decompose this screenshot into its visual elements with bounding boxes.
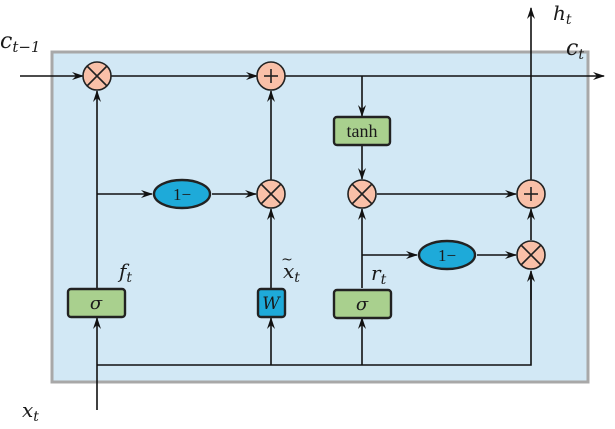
- multiply-node-3: [347, 179, 377, 209]
- c-prev-label: ct−1: [0, 29, 40, 56]
- cell-body: [50, 50, 590, 384]
- one-minus-block-2: 1−: [417, 239, 477, 271]
- multiply-node-1: [82, 61, 112, 91]
- tanh-block: tanh: [332, 115, 392, 147]
- x-tilde-accent: ~: [281, 252, 293, 268]
- add-node-1: [256, 61, 286, 91]
- multiply-node-2: [256, 179, 286, 209]
- tanh-label: tanh: [347, 121, 378, 141]
- wires: [20, 7, 605, 410]
- weight-label: W: [262, 294, 281, 314]
- wire-bus: [97, 275, 532, 366]
- weight-block: W: [256, 287, 287, 319]
- sigma-forget-block: σ: [66, 287, 127, 319]
- x-in-label: xt: [22, 398, 39, 425]
- multiply-node-4: [516, 240, 546, 270]
- c-next-label: ct: [566, 36, 584, 63]
- add-node-2: [516, 179, 546, 209]
- one-minus-label-1: 1−: [173, 185, 191, 204]
- one-minus-label-2: 1−: [438, 246, 456, 265]
- sigma-forget-label: σ: [90, 293, 103, 314]
- r-gate-label: rt: [371, 261, 387, 288]
- h-out-label: ht: [553, 1, 572, 28]
- sigma-reset-label: σ: [356, 294, 369, 315]
- x-tilde-label: xt: [283, 259, 300, 286]
- sigma-reset-block: σ: [332, 288, 393, 320]
- one-minus-block-1: 1−: [152, 178, 212, 210]
